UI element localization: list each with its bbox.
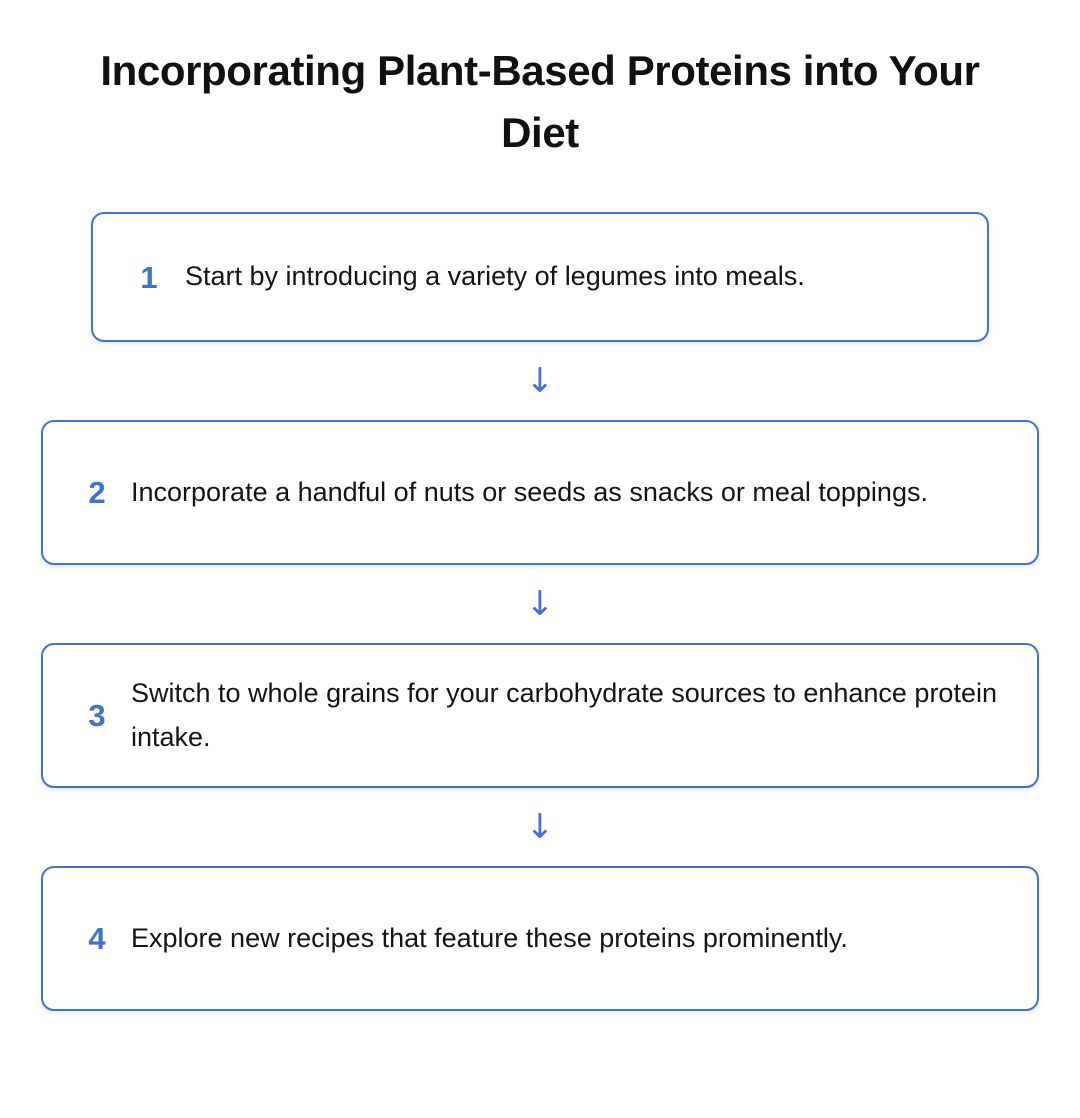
page-title: Incorporating Plant-Based Proteins into … [100,47,980,157]
step-number-1: 1 [140,259,158,295]
step-text-3: Switch to whole grains for your carbohyd… [131,678,997,752]
step-row: 2 Incorporate a handful of nuts or seeds… [0,420,1080,566]
down-arrow-icon: ↓ [525,361,555,402]
connector-2-3: ↓ [0,565,1080,643]
step-number-2: 2 [88,475,106,511]
step-box-4[interactable]: 4 Explore new recipes that feature these… [41,866,1039,1012]
step-number-3: 3 [88,698,106,734]
down-arrow-icon: ↓ [525,584,555,625]
step-text-1: Start by introducing a variety of legume… [185,261,805,292]
steps-flow: 1 Start by introducing a variety of legu… [0,212,1080,1012]
step-row: 1 Start by introducing a variety of legu… [0,212,1080,343]
step-text-4: Explore new recipes that feature these p… [131,922,848,953]
step-row: 4 Explore new recipes that feature these… [0,866,1080,1012]
step-box-3[interactable]: 3 Switch to whole grains for your carboh… [41,643,1039,789]
step-box-2[interactable]: 2 Incorporate a handful of nuts or seeds… [41,420,1039,566]
step-text-2: Incorporate a handful of nuts or seeds a… [131,476,928,507]
step-row: 3 Switch to whole grains for your carboh… [0,643,1080,789]
step-number-4: 4 [88,921,106,957]
step-box-1[interactable]: 1 Start by introducing a variety of legu… [91,212,989,343]
connector-3-4: ↓ [0,788,1080,866]
down-arrow-icon: ↓ [525,807,555,848]
connector-1-2: ↓ [0,342,1080,420]
